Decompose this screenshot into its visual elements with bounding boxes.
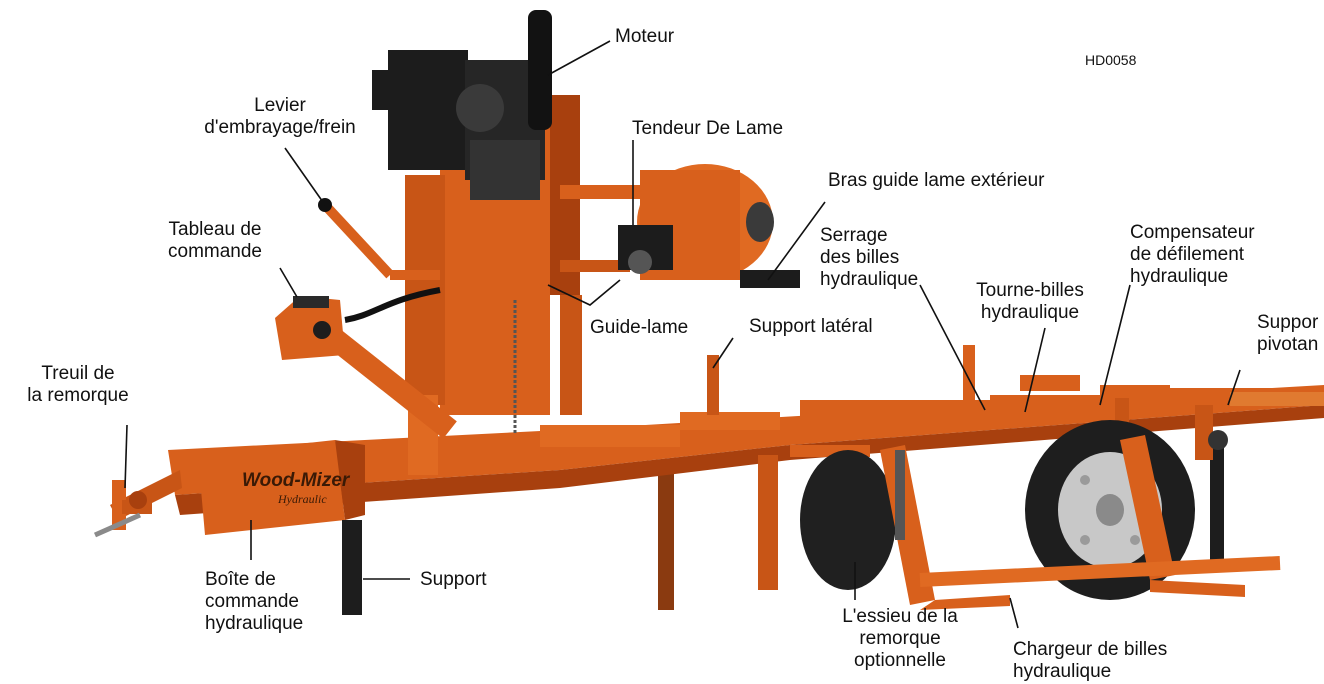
clutch-lever xyxy=(318,198,440,280)
label-chargeur: Chargeur de billes hydraulique xyxy=(1013,639,1168,682)
label-essieu: L'essieu de la remorque optionnelle xyxy=(842,606,958,671)
bed-frame xyxy=(110,385,1324,520)
label-support-lateral: Support latéral xyxy=(749,316,873,337)
hydraulic-box: Wood-Mizer Hydraulic xyxy=(198,440,365,535)
rear-legs xyxy=(658,440,1224,610)
leader-lines xyxy=(124,40,1241,629)
side-support xyxy=(707,355,719,415)
label-guide-lame: Guide-lame xyxy=(590,317,689,338)
winch xyxy=(93,480,152,538)
blade-housing xyxy=(618,164,800,288)
label-tableau: Tableau de commande xyxy=(168,219,262,262)
label-tourne-billes: Tourne-billes hydraulique xyxy=(976,280,1084,323)
engine xyxy=(372,10,552,200)
label-levier: Levier d'embrayage/frein xyxy=(204,95,356,138)
label-support-pivotant: Suppor pivotan xyxy=(1257,312,1319,355)
label-moteur: Moteur xyxy=(615,26,675,47)
front-support-leg xyxy=(342,520,362,615)
brand-model: Hydraulic xyxy=(277,492,327,506)
log-handling xyxy=(963,345,1228,460)
label-serrage: Serrage des billes hydraulique xyxy=(820,225,919,290)
label-boite: Boîte de commande hydraulique xyxy=(205,569,304,634)
label-treuil: Treuil de la remorque xyxy=(27,363,129,406)
figure-id: HD0058 xyxy=(1085,52,1137,68)
label-tendeur: Tendeur De Lame xyxy=(632,118,784,139)
label-support: Support xyxy=(420,569,487,590)
brand-name: Wood-Mizer xyxy=(242,470,351,491)
control-panel xyxy=(275,287,457,439)
log-loader xyxy=(880,435,1281,610)
label-bras-guide: Bras guide lame extérieur xyxy=(828,170,1045,191)
label-compensateur: Compensateur de défilement hydraulique xyxy=(1130,222,1255,287)
